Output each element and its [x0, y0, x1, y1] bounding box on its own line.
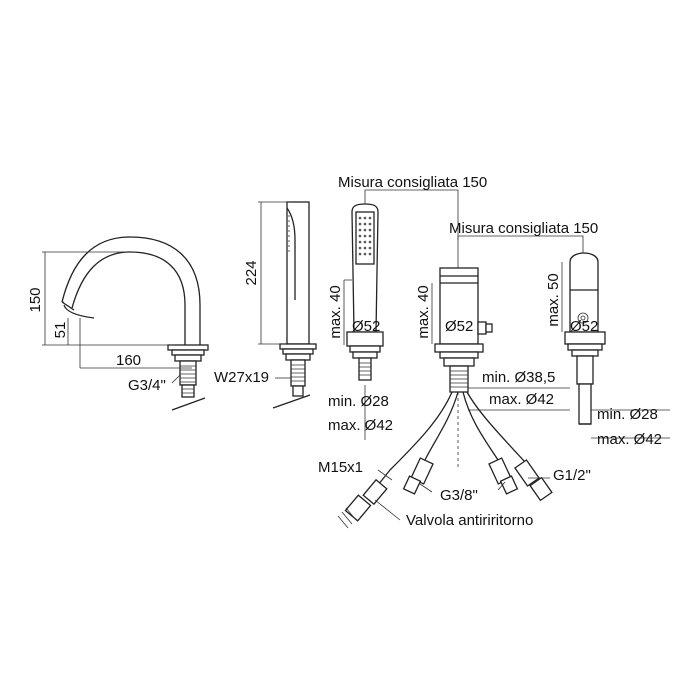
spout-height-label: 150 [27, 287, 44, 312]
shower-max-label: max. 40 [327, 285, 344, 338]
hose-m15-label: M15x1 [318, 459, 363, 476]
hand-shower-drawing [343, 189, 459, 440]
holder-height-label: 224 [243, 260, 260, 285]
hose-g12-label: G1/2" [553, 467, 591, 484]
lever-dia-label: Ø52 [570, 318, 598, 335]
mixer-drawing [431, 235, 584, 470]
shower-holder-drawing [258, 201, 317, 409]
mixer-max-hole-label: max. Ø42 [489, 391, 554, 408]
spout-drawing [42, 236, 209, 411]
distance-top-label: Misura consigliata 150 [338, 174, 487, 191]
spout-thread-label: G3/4" [128, 377, 166, 394]
spout-base-label: 51 [52, 322, 69, 339]
hose-g38-label: G3/8" [440, 487, 478, 504]
mixer-min-hole-label: min. Ø38,5 [482, 369, 555, 386]
mixer-dia-label: Ø52 [445, 318, 473, 335]
valve-label: Valvola antiriritorno [406, 512, 533, 529]
spout-reach-label: 160 [116, 352, 141, 369]
holder-thread-label: W27x19 [214, 369, 269, 386]
lever-drawing [561, 252, 670, 439]
lever-max-hole-label: max. Ø42 [597, 431, 662, 448]
distance-mid-label: Misura consigliata 150 [449, 220, 598, 237]
shower-dia-label: Ø52 [352, 318, 380, 335]
lever-min-hole-label: min. Ø28 [597, 406, 658, 423]
shower-max-hole-label: max. Ø42 [328, 417, 393, 434]
lever-max-label: max. 50 [545, 273, 562, 326]
shower-min-hole-label: min. Ø28 [328, 393, 389, 410]
hoses-drawing [337, 391, 553, 529]
mixer-max-label: max. 40 [415, 285, 432, 338]
